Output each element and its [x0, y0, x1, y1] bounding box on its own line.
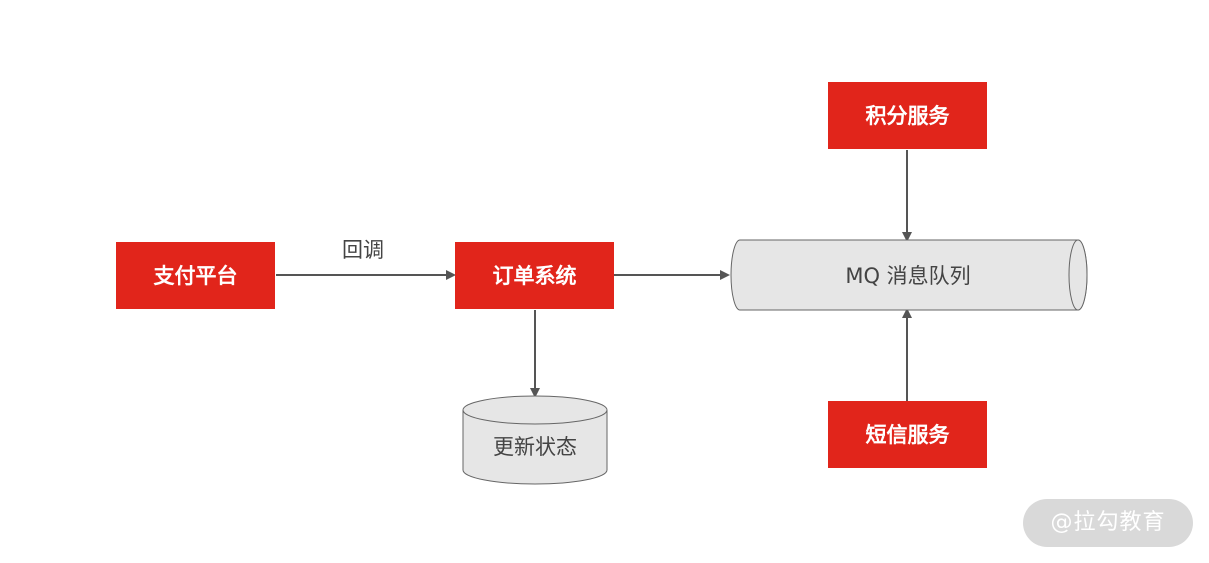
order-system-node: 订单系统 — [455, 242, 614, 309]
sms-service-node: 短信服务 — [828, 401, 987, 468]
update-status-db-node: 更新状态 — [462, 395, 608, 485]
payment-platform-node: 支付平台 — [116, 242, 275, 309]
payment-platform-label: 支付平台 — [154, 264, 238, 288]
order-system-label: 订单系统 — [493, 264, 577, 288]
callback-label: 回调 — [342, 238, 384, 262]
sms-service-label: 短信服务 — [866, 423, 951, 447]
mq-queue-label: MQ 消息队列 — [845, 264, 970, 288]
mq-queue-node: MQ 消息队列 — [730, 239, 1088, 311]
points-service-node: 积分服务 — [828, 82, 987, 149]
points-service-label: 积分服务 — [866, 104, 951, 128]
watermark: @拉勾教育 — [1023, 499, 1193, 547]
update-status-label: 更新状态 — [493, 435, 577, 459]
